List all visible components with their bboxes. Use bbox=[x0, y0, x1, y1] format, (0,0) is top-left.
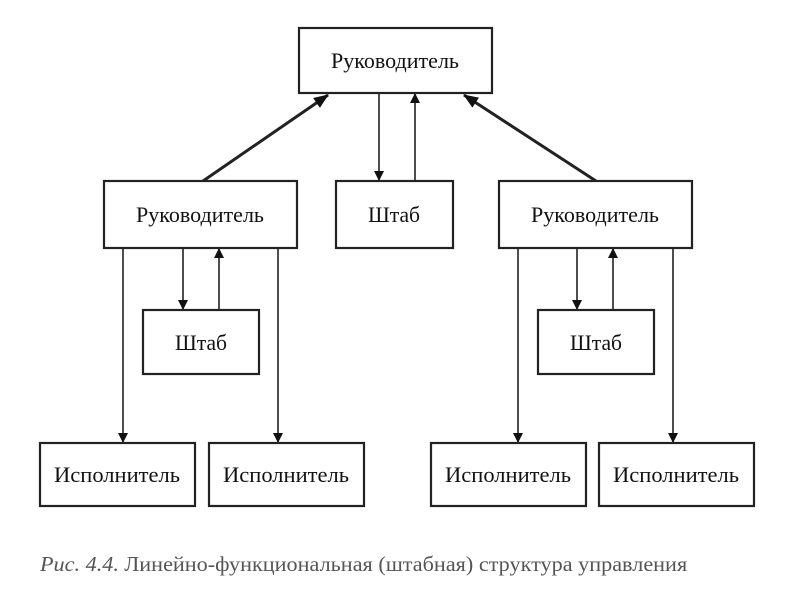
arrow-right-manager-to-top bbox=[463, 93, 597, 183]
executor-label: Исполнитель bbox=[54, 462, 180, 487]
executor-label: Исполнитель bbox=[223, 462, 349, 487]
staff-label: Штаб bbox=[368, 202, 420, 227]
staff-box-right: Штаб bbox=[536, 308, 656, 376]
executor-label: Исполнитель bbox=[613, 462, 739, 487]
executor-box-1: Исполнитель bbox=[38, 441, 197, 508]
caption-prefix: Рис. 4.4. bbox=[39, 553, 119, 576]
top-manager-box: Руководитель bbox=[297, 26, 494, 95]
executor-label: Исполнитель bbox=[445, 462, 571, 487]
executor-box-2: Исполнитель bbox=[207, 441, 366, 508]
staff-label: Штаб bbox=[570, 330, 622, 355]
staff-box-left: Штаб bbox=[141, 308, 261, 376]
arrow-left-manager-to-top bbox=[202, 93, 329, 183]
figure-caption: Рис. 4.4.Линейно-функциональная (штабная… bbox=[39, 553, 687, 576]
caption-text: Линейно-функциональная (штабная) структу… bbox=[124, 553, 687, 576]
staff-box-center: Штаб bbox=[334, 179, 455, 250]
manager-label: Руководитель bbox=[136, 202, 264, 227]
staff-label: Штаб bbox=[175, 330, 227, 355]
executor-box-3: Исполнитель bbox=[429, 441, 588, 508]
manager-label: Руководитель bbox=[531, 202, 659, 227]
connectors bbox=[118, 93, 678, 443]
manager-box-right: Руководитель bbox=[497, 179, 694, 250]
executor-box-4: Исполнитель bbox=[597, 441, 756, 508]
manager-box-left: Руководитель bbox=[102, 179, 299, 250]
top-manager-label: Руководитель bbox=[331, 48, 459, 73]
